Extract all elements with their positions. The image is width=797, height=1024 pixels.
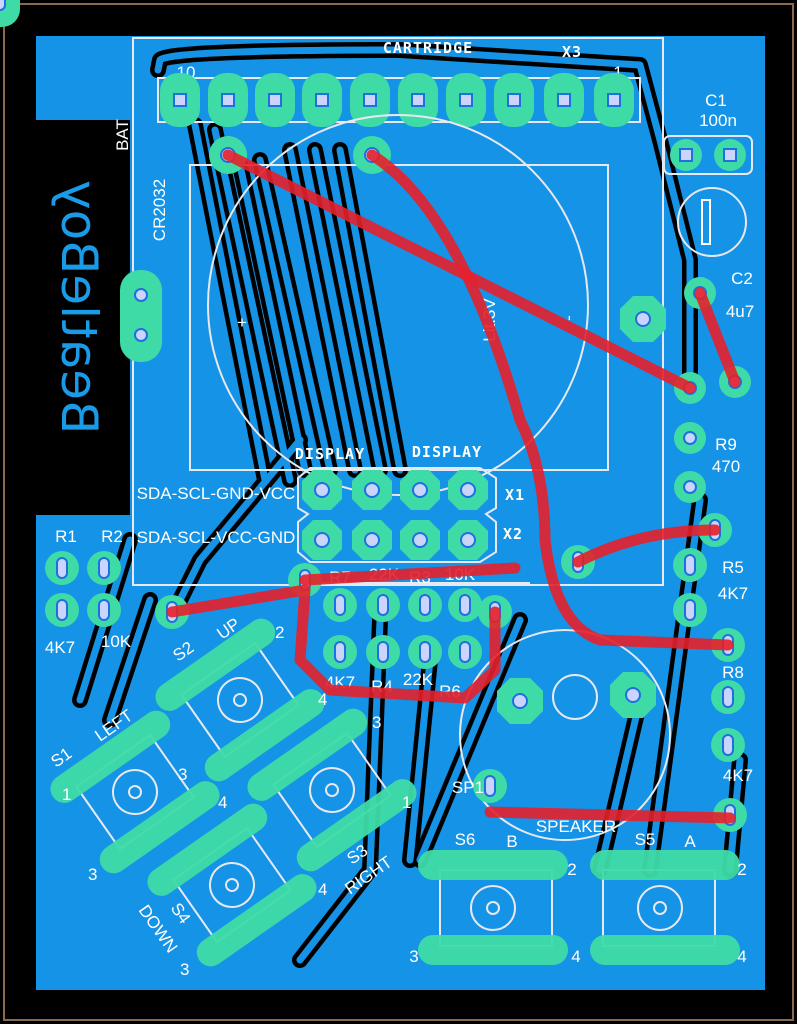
r9-ref: R9 xyxy=(715,435,737,454)
c1-ref: C1 xyxy=(705,91,727,110)
r2-value: 10K xyxy=(101,632,132,651)
s6-pin2: 2 xyxy=(567,860,576,879)
s4-pin4: 4 xyxy=(318,880,327,899)
s3-pin3: 3 xyxy=(372,713,381,732)
c2-ref: C2 xyxy=(731,269,753,288)
c1-outline xyxy=(663,135,753,175)
r1-ref: R1 xyxy=(55,527,77,546)
battery-ref: BAT xyxy=(113,119,132,151)
speaker-pads xyxy=(472,672,656,804)
s1-pin1: 1 xyxy=(62,785,71,804)
x2-pins: SDA-SCL-VCC-GND xyxy=(137,528,296,547)
s5-pin4: 4 xyxy=(737,947,746,966)
r5-ref: R5 xyxy=(722,558,744,577)
speaker-center xyxy=(552,674,598,720)
s5-name: A xyxy=(684,832,696,851)
x1-ref: X1 xyxy=(505,486,525,504)
s5-ref: S5 xyxy=(635,830,656,849)
cartridge-header-outline xyxy=(157,77,641,123)
r6-value: 22K xyxy=(403,670,434,689)
battery-minus: - xyxy=(559,315,578,321)
s2-pin2: 2 xyxy=(275,623,284,642)
battery-plus: + xyxy=(237,313,247,332)
ratsnest-airwires xyxy=(166,149,741,824)
c1-pads xyxy=(670,139,746,171)
s6-pin3: 3 xyxy=(409,947,418,966)
battery-type: CR2032 xyxy=(150,179,169,241)
s1-pin3: 3 xyxy=(88,865,97,884)
r2-ref: R2 xyxy=(101,527,123,546)
display-label-1: DISPLAY xyxy=(295,445,365,463)
c2-polarity xyxy=(701,199,711,245)
r9-value: 470 xyxy=(712,457,740,476)
c2-outline xyxy=(677,187,747,257)
r1-r2-pads xyxy=(0,0,190,630)
s2-pin3: 3 xyxy=(178,765,187,784)
battery-circle xyxy=(207,114,589,496)
x2-ref: X2 xyxy=(503,525,523,543)
board-name-text: BeatleBoy xyxy=(50,180,108,434)
r1-value: 4K7 xyxy=(45,638,75,657)
cartridge-pin-last: 1 xyxy=(613,63,622,82)
cartridge-title: CARTRIDGE xyxy=(383,39,473,57)
battery-outline xyxy=(189,164,609,471)
s6-ref: S6 xyxy=(455,830,476,849)
display-headers-outline xyxy=(297,467,497,563)
sp1-value: SPEAKER xyxy=(536,817,616,836)
s3-pin1: 1 xyxy=(402,793,411,812)
s4-pin3: 3 xyxy=(180,960,189,979)
board-outline xyxy=(3,3,794,1021)
r8-ref: R8 xyxy=(722,663,744,682)
display-label-2: DISPLAY xyxy=(412,443,482,461)
c1-value: 100n xyxy=(699,111,737,130)
speaker-outline xyxy=(459,629,671,841)
s6-name: B xyxy=(506,832,517,851)
s1-pin4: 4 xyxy=(218,793,227,812)
x1-pins: SDA-SCL-GND-VCC xyxy=(137,484,296,503)
c2-value: 4u7 xyxy=(726,302,754,321)
cartridge-ref: X3 xyxy=(562,43,582,61)
s6-pin4: 4 xyxy=(571,947,580,966)
r8-value: 4K7 xyxy=(723,766,753,785)
button-a[interactable] xyxy=(590,850,740,965)
r5-value: 4K7 xyxy=(718,584,748,603)
s5-pin2: 2 xyxy=(737,860,746,879)
s2-pin4: 4 xyxy=(318,690,327,709)
sp1-ref: SP1 xyxy=(452,778,484,797)
button-b[interactable] xyxy=(418,850,568,965)
